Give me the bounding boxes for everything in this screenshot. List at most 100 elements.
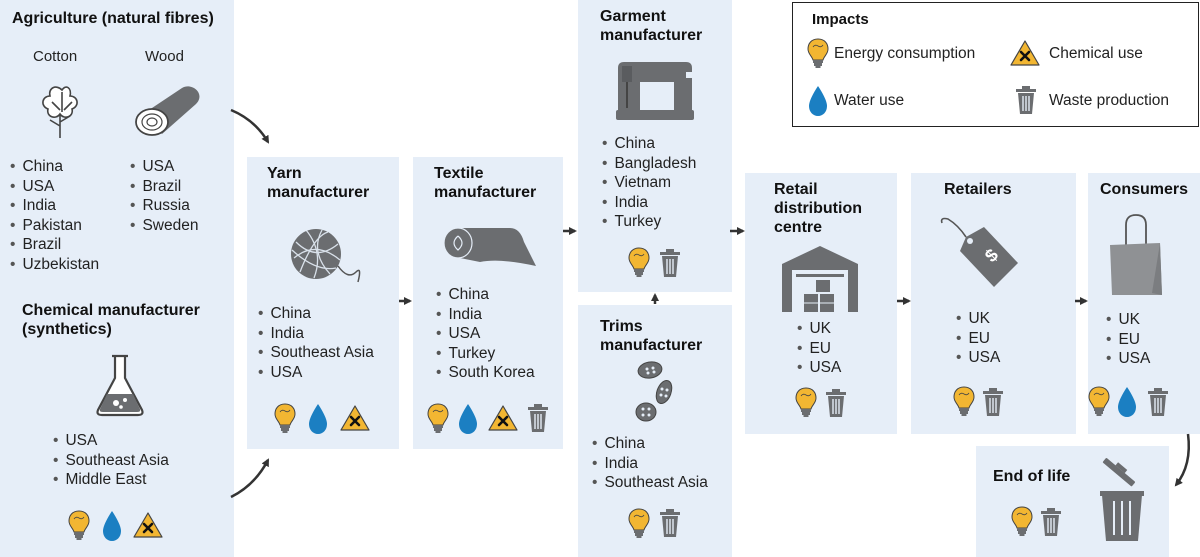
- warehouse-icon: [782, 246, 858, 312]
- cotton-countries-list: China USA India Pakistan Brazil Uzbekist…: [10, 157, 99, 275]
- yarn-box: [247, 157, 399, 449]
- trims-countries-list: China India Southeast Asia: [592, 434, 708, 493]
- list-item: EU: [1106, 330, 1150, 350]
- flask-icon: [96, 354, 144, 417]
- arrow-agriculture-to-yarn: [230, 108, 270, 144]
- garment-countries-list: China Bangladesh Vietnam India Turkey: [602, 134, 696, 232]
- trash-bin-icon: [659, 249, 681, 277]
- list-item: India: [10, 196, 99, 216]
- bulb-icon: [68, 510, 90, 541]
- water-drop-icon: [103, 511, 121, 541]
- fabric-roll-icon: [443, 227, 536, 266]
- trims-title: Trims manufacturer: [600, 317, 702, 355]
- list-item: Turkey: [436, 344, 535, 364]
- price-tag-icon: $: [940, 217, 1018, 287]
- arrow-chemical-to-yarn: [230, 458, 270, 499]
- list-item: USA: [1106, 349, 1150, 369]
- list-item: Bangladesh: [602, 154, 696, 174]
- list-item: China: [602, 134, 696, 154]
- retailers-title: Retailers: [944, 181, 1012, 198]
- bulb-icon: [274, 403, 296, 434]
- impacts-legend: Impacts Energy consumption Chemical use …: [792, 2, 1199, 127]
- trash-bin-icon: [982, 388, 1004, 416]
- chemical-hazard-icon: [339, 404, 371, 432]
- trash-bin-icon: [1015, 86, 1037, 114]
- list-item: USA: [956, 348, 1000, 368]
- chemical-countries-list: USA Southeast Asia Middle East: [53, 431, 169, 490]
- list-item: EU: [797, 339, 841, 359]
- list-item: South Korea: [436, 363, 534, 383]
- yarn-countries-list: China India Southeast Asia USA: [258, 304, 374, 382]
- retail-dc-countries-list: UK EU USA: [797, 319, 841, 378]
- trash-bin-icon: [825, 389, 847, 417]
- trash-bin-icon: [527, 404, 549, 432]
- list-item: Brazil: [10, 235, 99, 255]
- sewing-machine-icon: [616, 62, 694, 120]
- cotton-label: Cotton: [33, 48, 78, 65]
- list-item: USA: [797, 358, 841, 378]
- list-item: UK: [797, 319, 841, 339]
- textile-title: Textile manufacturer: [434, 164, 536, 202]
- trash-bin-icon: [1040, 508, 1062, 536]
- list-item: EU: [956, 329, 1000, 349]
- yarn-title-line2: manufacturer: [267, 184, 370, 201]
- garment-title: Garment manufacturer: [600, 7, 702, 45]
- wood-log-icon: [135, 86, 200, 136]
- chemical-hazard-icon: [487, 404, 519, 432]
- list-item: Uzbekistan: [10, 255, 99, 275]
- legend-chemical: Chemical use: [1049, 45, 1143, 62]
- list-item: India: [592, 454, 708, 474]
- list-item: Turkey: [602, 212, 696, 232]
- bulb-icon: [427, 403, 449, 434]
- yarn-title-line1: Yarn: [267, 165, 302, 182]
- bulb-icon: [1088, 386, 1110, 417]
- consumers-title: Consumers: [1099, 181, 1189, 198]
- arrow-consumers-to-end-of-life: [1174, 433, 1190, 487]
- list-item: India: [436, 305, 535, 325]
- large-waste-bin-icon: [1100, 458, 1144, 541]
- retail-dc-title-line2: distribution: [774, 200, 862, 217]
- garment-title-line2: manufacturer: [600, 27, 703, 44]
- legend-waste: Waste production: [1049, 92, 1170, 109]
- list-item: China: [10, 157, 99, 177]
- retailers-countries-list: UK EU USA: [956, 309, 1000, 368]
- trash-bin-icon: [659, 509, 681, 537]
- list-item: USA: [130, 157, 198, 177]
- water-drop-icon: [1118, 387, 1136, 417]
- garment-title-line1: Garment: [600, 8, 666, 25]
- list-item: Southeast Asia: [592, 473, 707, 493]
- chemical-title-line2: (synthetics): [22, 321, 112, 338]
- retail-dc-title-line3: centre: [774, 219, 823, 236]
- legend-energy: Energy consumption: [834, 45, 976, 62]
- list-item: China: [436, 285, 535, 305]
- list-item: China: [592, 434, 708, 454]
- end-of-life-title: End of life: [993, 468, 1071, 485]
- bulb-icon: [953, 386, 975, 417]
- buttons-icon: [635, 361, 673, 422]
- retail-dc-title-line1: Retail: [774, 181, 818, 198]
- chemical-hazard-icon: [132, 511, 164, 539]
- legend-title: Impacts: [812, 11, 869, 28]
- list-item: India: [258, 324, 374, 344]
- textile-title-line2: manufacturer: [434, 184, 537, 201]
- consumers-countries-list: UK EU USA: [1106, 310, 1150, 369]
- wood-label: Wood: [145, 48, 184, 65]
- list-item: China: [258, 304, 374, 324]
- list-item: Middle East: [53, 470, 169, 490]
- legend-water: Water use: [834, 92, 905, 109]
- chemical-title: Chemical manufacturer (synthetics): [22, 301, 200, 339]
- list-item: UK: [956, 309, 1000, 329]
- list-item: India: [602, 193, 696, 213]
- cotton-icon: [42, 86, 78, 138]
- trims-box: [578, 305, 732, 557]
- chemical-title-line1: Chemical manufacturer: [22, 302, 200, 319]
- bulb-icon: [1011, 506, 1033, 537]
- textile-countries-list: China India USA Turkey South Korea: [436, 285, 535, 383]
- chemical-hazard-icon: [1009, 39, 1041, 67]
- list-item: Brazil: [130, 177, 198, 197]
- textile-title-line1: Textile: [434, 165, 484, 182]
- list-item: USA: [53, 431, 169, 451]
- list-item: USA: [436, 324, 535, 344]
- shopping-bag-icon: [1110, 214, 1162, 295]
